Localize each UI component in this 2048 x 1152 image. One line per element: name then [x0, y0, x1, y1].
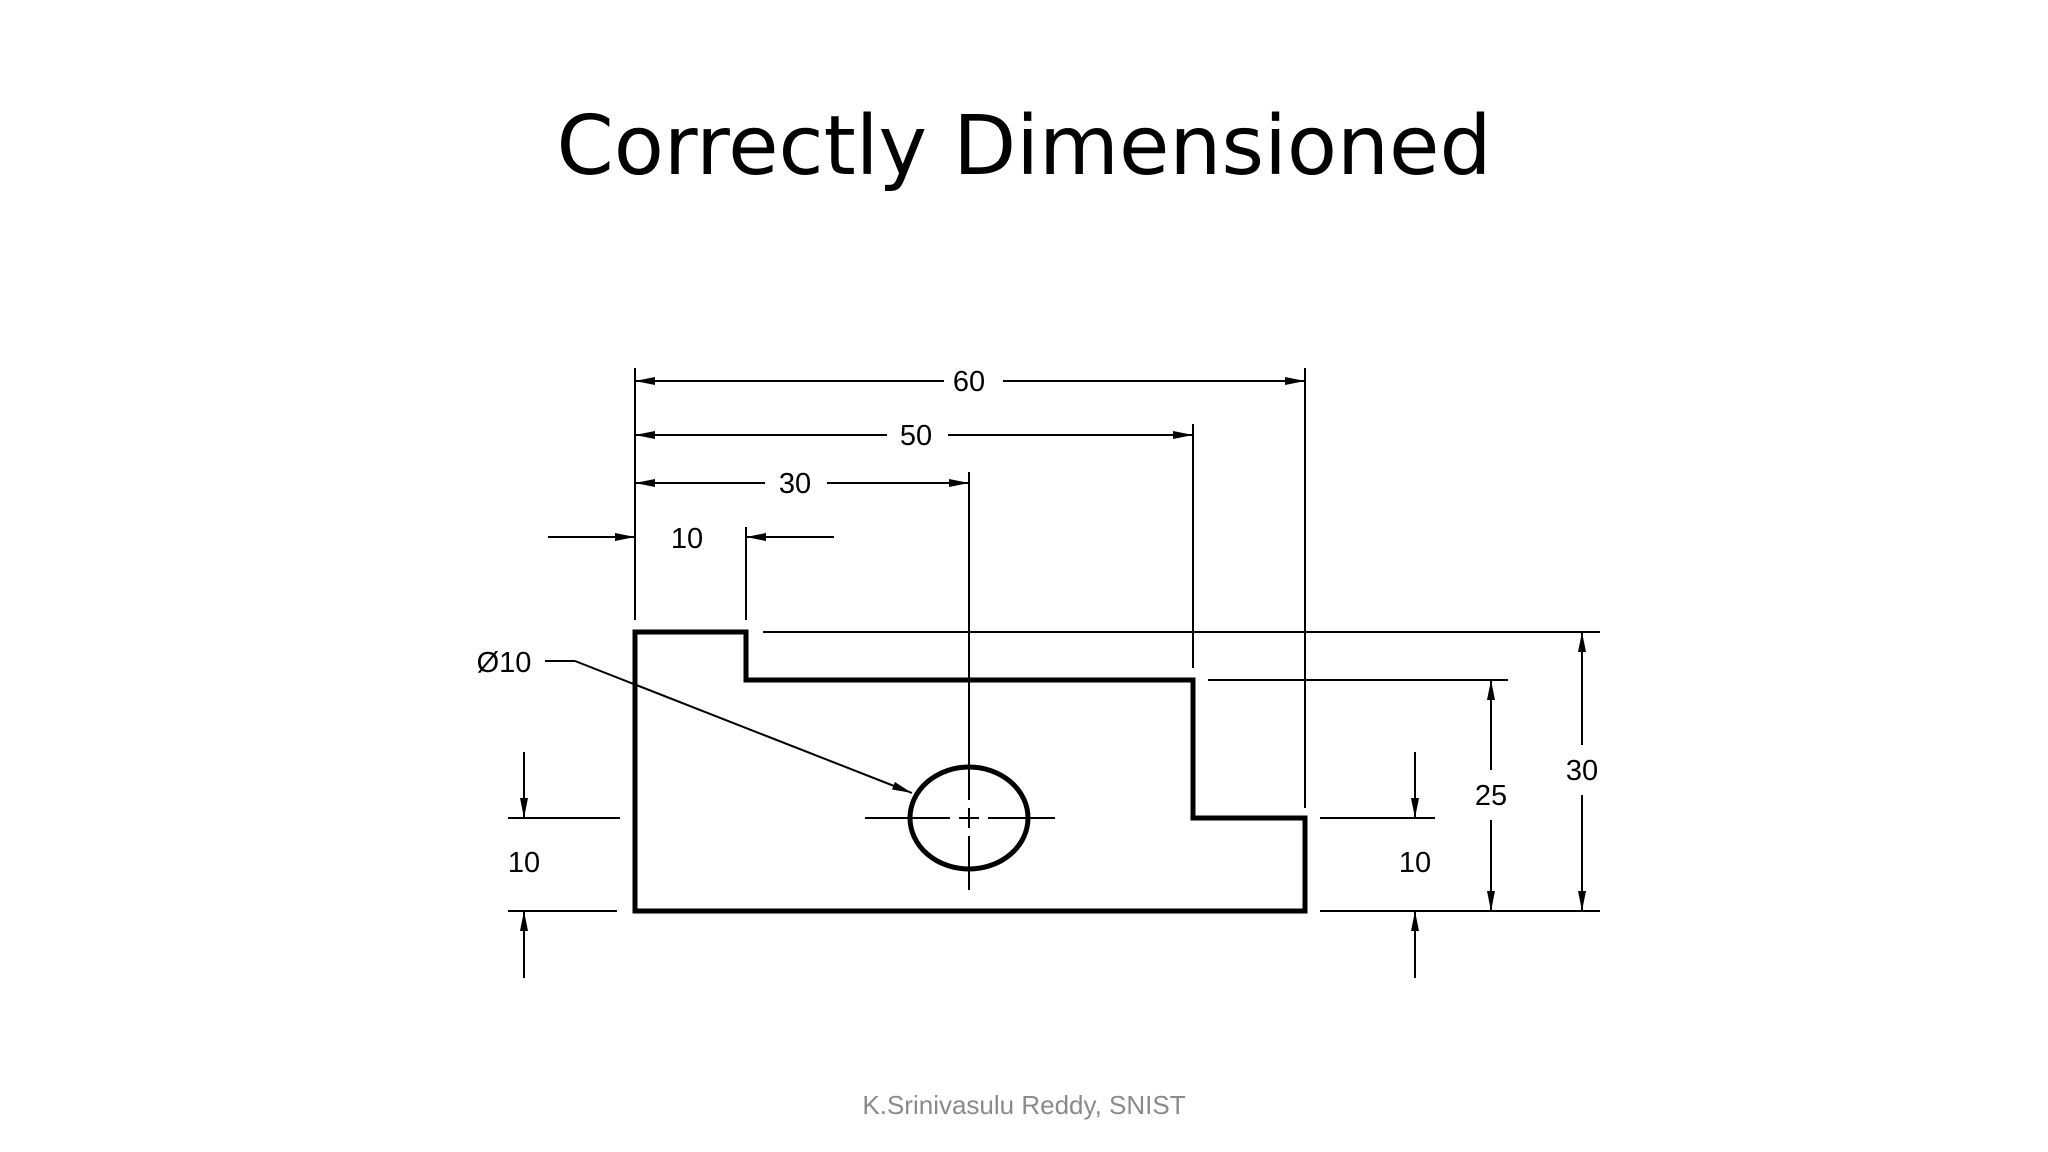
dim-hole-center-horizontal: 30: [779, 468, 811, 500]
dim-overall-height: 30: [1566, 755, 1598, 787]
dim-hole-diameter: Ø10: [477, 647, 532, 679]
slide-footer: K.Srinivasulu Reddy, SNIST: [862, 1090, 1186, 1120]
dim-overall-length: 60: [953, 366, 985, 398]
dim-left-step-width: 10: [671, 523, 703, 555]
dim-right-step-height: 10: [1399, 847, 1431, 879]
dim-middle-height: 25: [1475, 780, 1507, 812]
dim-hole-center-height: 10: [508, 847, 540, 879]
center-lines: [865, 472, 1055, 890]
dim-step-right-length: 50: [900, 420, 932, 452]
slide-title: Correctly Dimensioned: [556, 99, 1492, 194]
dimension-lines: [520, 377, 1586, 978]
extension-lines: [508, 368, 1600, 912]
part-outline: [632, 629, 1308, 914]
